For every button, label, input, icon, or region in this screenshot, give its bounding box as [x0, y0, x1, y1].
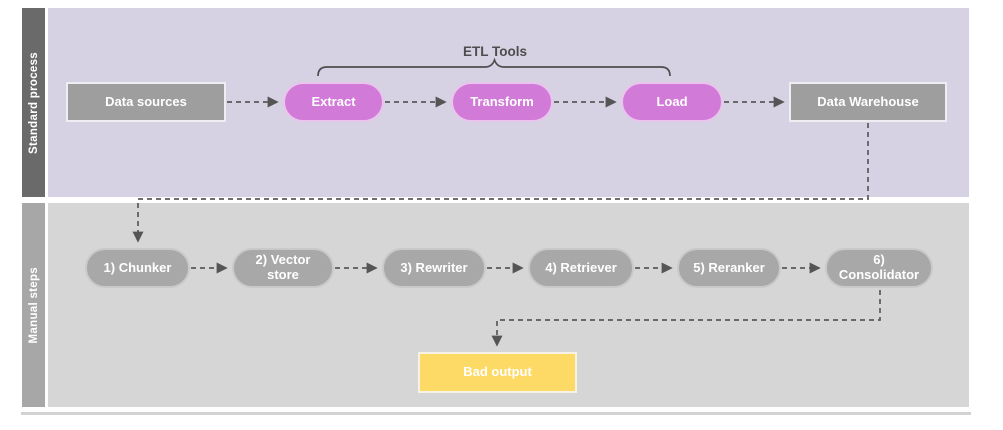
node-bad-output: Bad output	[418, 352, 577, 393]
node-retriever: 4) Retriever	[528, 248, 634, 288]
node-transform: Transform	[451, 82, 553, 122]
node-chunker: 1) Chunker	[85, 248, 190, 288]
node-label: Extract	[311, 93, 356, 109]
lane-title-standard-process: Standard process	[27, 51, 40, 154]
node-data-warehouse: Data Warehouse	[789, 82, 947, 122]
node-label: 6) Consolidator	[838, 252, 920, 282]
node-label: Bad output	[463, 364, 532, 380]
diagram-bottom-border	[21, 412, 971, 415]
node-label: Data sources	[105, 93, 187, 109]
node-label: 2) Vector store	[255, 252, 311, 282]
node-label: 5) Reranker	[693, 259, 765, 275]
node-label: 1) Chunker	[103, 259, 172, 275]
node-load: Load	[621, 82, 723, 122]
node-rewriter: 3) Rewriter	[382, 248, 486, 288]
lane-header-manual-steps: Manual steps	[22, 203, 45, 407]
node-extract: Extract	[283, 82, 384, 122]
node-label: Transform	[470, 93, 534, 109]
node-label: Data Warehouse	[817, 93, 919, 109]
node-reranker: 5) Reranker	[677, 248, 781, 288]
node-label: Load	[656, 93, 688, 109]
node-label: 4) Retriever	[545, 259, 617, 275]
node-vector-store: 2) Vector store	[232, 248, 334, 288]
node-consolidator: 6) Consolidator	[825, 248, 933, 288]
node-label: 3) Rewriter	[400, 259, 468, 275]
lane-header-standard-process: Standard process	[22, 8, 45, 197]
node-data-sources: Data sources	[66, 82, 226, 122]
lane-title-manual-steps: Manual steps	[27, 266, 40, 344]
etl-tools-annotation-label: ETL Tools	[463, 44, 527, 59]
